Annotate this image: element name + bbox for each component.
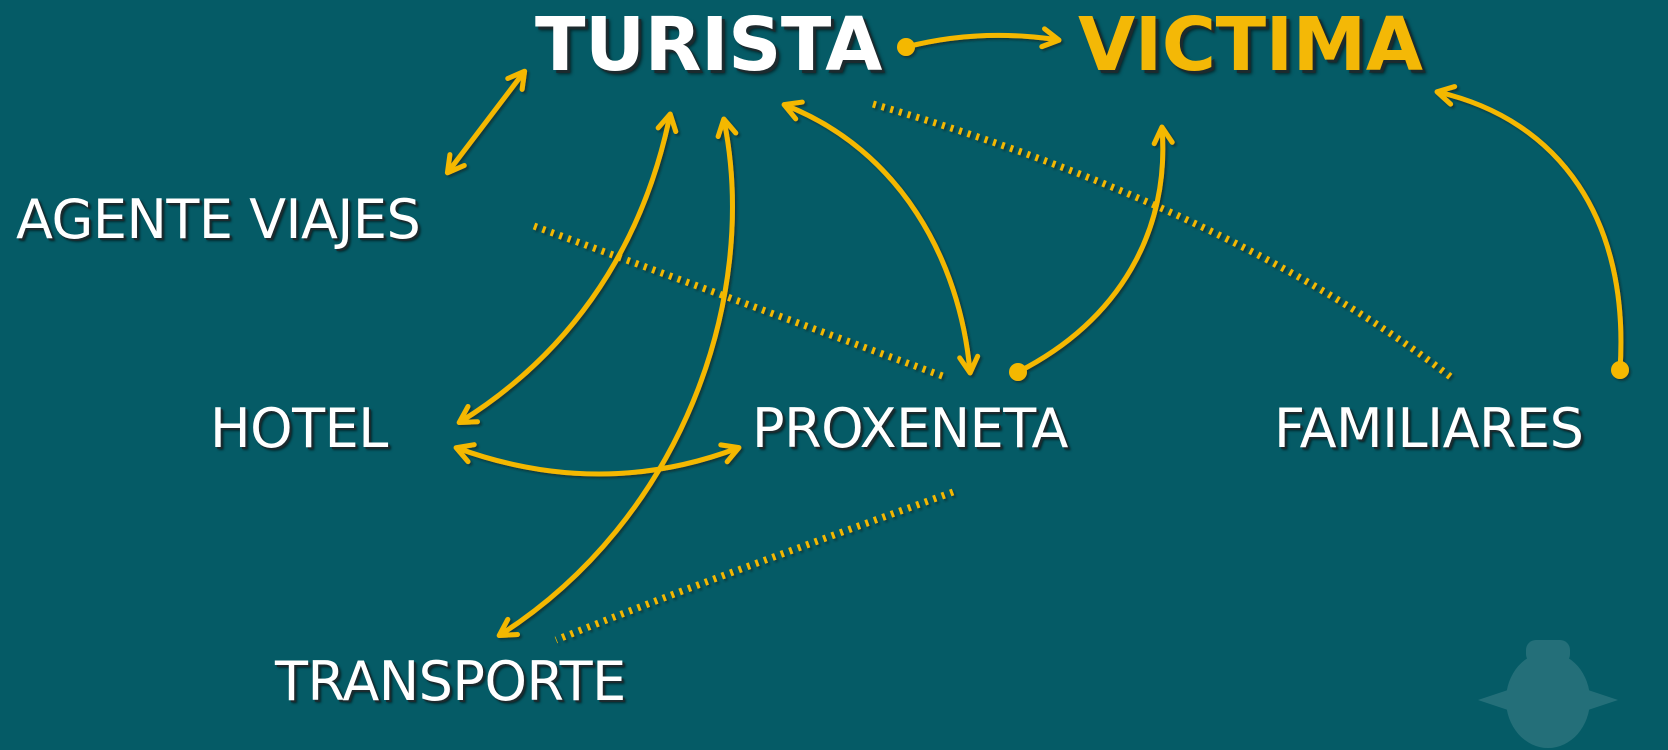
node-hotel: HOTEL (210, 397, 388, 460)
node-turista: TURISTA (535, 2, 882, 88)
relationship-arrows (444, 26, 1629, 644)
edge-hotel-proxeneta (453, 442, 742, 477)
edge-familiares-victima (1434, 84, 1629, 379)
edge-turista-agente (444, 68, 528, 176)
edge-turista-hotel (456, 111, 679, 426)
watermark-emblem-icon (1478, 640, 1618, 748)
edge-turista-victima (897, 26, 1062, 56)
edge-agente-proxeneta (532, 222, 950, 382)
node-familiares: FAMILIARES (1274, 397, 1584, 460)
diagram-canvas: TURISTA VICTIMA AGENTE VIAJES HOTEL PROX… (16, 2, 1629, 748)
edge-turista-transporte (496, 116, 739, 639)
node-proxeneta: PROXENETA (752, 397, 1069, 460)
edge-turista-proxeneta (781, 99, 981, 376)
edge-proxeneta-victima (1009, 124, 1175, 381)
node-victima: VICTIMA (1078, 2, 1423, 88)
node-transporte: TRANSPORTE (275, 650, 626, 713)
node-agente-viajes: AGENTE VIAJES (16, 188, 421, 251)
edge-proxeneta-transporte (554, 488, 955, 644)
